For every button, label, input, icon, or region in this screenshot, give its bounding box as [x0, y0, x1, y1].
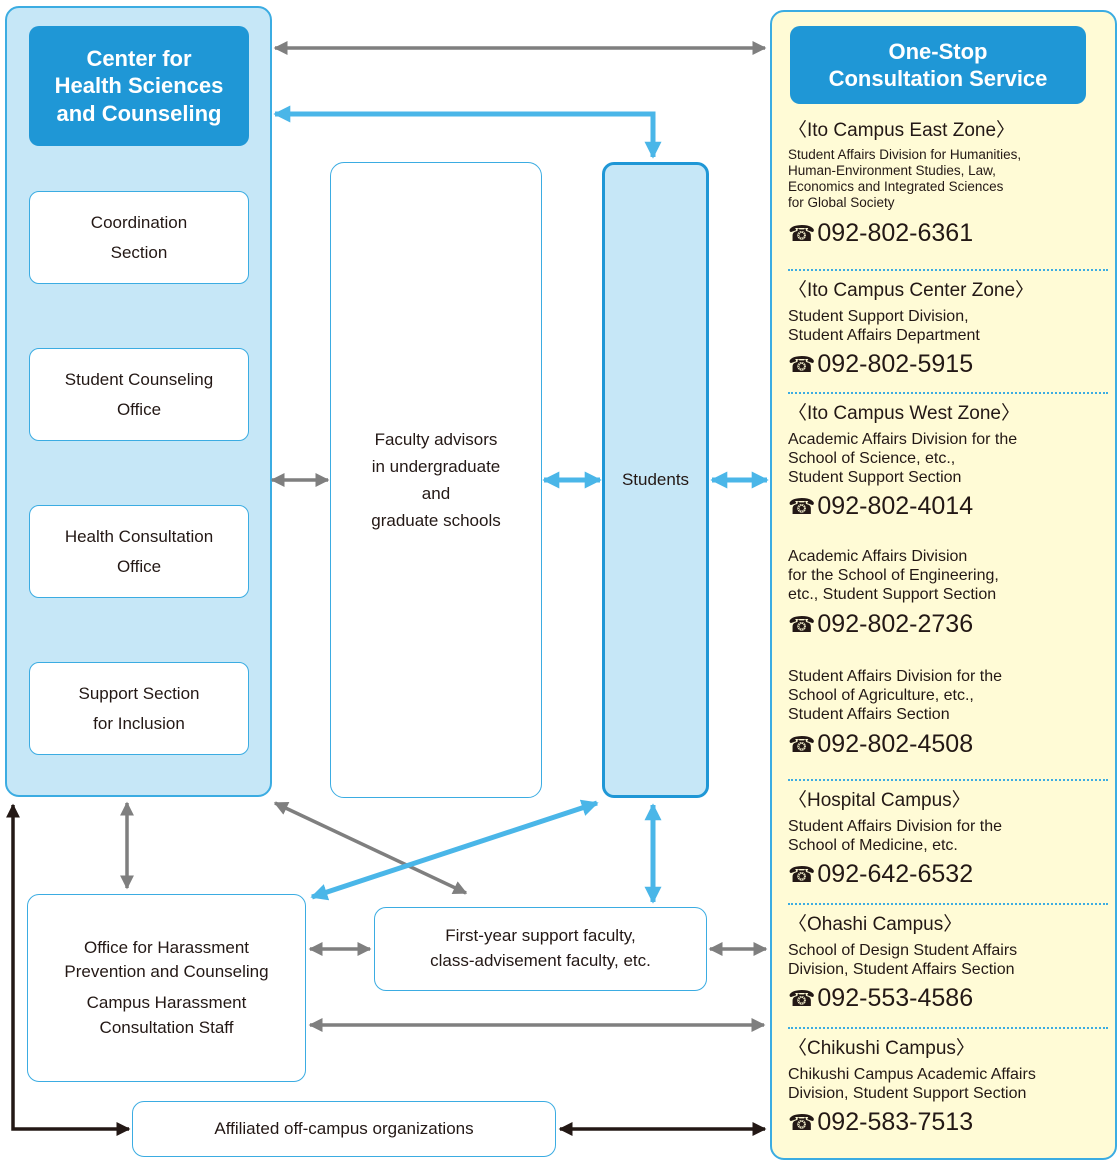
- students-box: Students: [602, 162, 709, 798]
- zone-label: 〈Chikushi Campus〉: [788, 1038, 975, 1059]
- telephone-icon: ☎: [788, 986, 816, 1012]
- coordination-section-box: Coordination Section: [29, 191, 249, 284]
- student-counseling-office-box: Student Counseling Office: [29, 348, 249, 441]
- division-label: Student Support Division, Student Affair…: [788, 307, 980, 344]
- telephone-icon: ☎: [788, 611, 816, 637]
- telephone-icon: ☎: [788, 1110, 816, 1136]
- zone-label: 〈Ito Campus Center Zone〉: [788, 280, 1035, 301]
- zone-label: 〈Hospital Campus〉: [788, 790, 971, 811]
- zone-label: 〈Ito Campus East Zone〉: [788, 120, 1016, 141]
- division-label: School of Design Student Affairs Divisio…: [788, 941, 1018, 978]
- faculty-advisors-box: Faculty advisors in undergraduate and gr…: [330, 162, 542, 798]
- telephone-icon: ☎: [788, 220, 816, 246]
- telephone-icon: ☎: [788, 352, 816, 378]
- first-year-support-box: First-year support faculty, class-advise…: [374, 907, 707, 991]
- division-label: Student Affairs Division for the School …: [788, 817, 1003, 854]
- ito-west-section: 〈Ito Campus West Zone〉 Academic Affairs …: [788, 403, 1109, 521]
- divider: [788, 269, 1108, 271]
- phone-number: ☎092-802-2736: [788, 609, 974, 638]
- agriculture-section: Student Affairs Division for the School …: [788, 667, 1109, 759]
- onestop-panel: One-Stop Consultation Service 〈Ito Campu…: [770, 10, 1117, 1160]
- division-label: Student Affairs Division for Humanities,…: [788, 146, 1022, 211]
- center-to-students-arrow: [273, 105, 662, 159]
- phone-number: ☎092-583-7513: [788, 1108, 974, 1137]
- phone-number: ☎092-642-6532: [788, 860, 974, 889]
- divider: [788, 903, 1108, 905]
- divider: [788, 1027, 1108, 1029]
- harassment-office-box: Office for Harassment Prevention and Cou…: [27, 894, 306, 1082]
- phone-number: ☎092-802-4508: [788, 729, 974, 758]
- harassment-staff-label: Campus Harassment Consultation Staff: [86, 993, 247, 1037]
- onestop-title: One-Stop Consultation Service: [790, 26, 1086, 104]
- division-label: Student Affairs Division for the School …: [788, 668, 1003, 724]
- telephone-icon: ☎: [788, 494, 816, 520]
- support-section-inclusion-box: Support Section for Inclusion: [29, 662, 249, 755]
- center-title: Center for Health Sciences and Counselin…: [29, 26, 249, 146]
- center-to-firstyear-arrow: [273, 801, 468, 895]
- divider: [788, 779, 1108, 781]
- division-label: Chikushi Campus Academic Affairs Divisio…: [788, 1065, 1036, 1102]
- phone-number: ☎092-553-4586: [788, 984, 974, 1013]
- hospital-section: 〈Hospital Campus〉 Student Affairs Divisi…: [788, 790, 1109, 889]
- health-consultation-office-box: Health Consultation Office: [29, 505, 249, 598]
- chikushi-section: 〈Chikushi Campus〉 Chikushi Campus Academ…: [788, 1038, 1109, 1137]
- engineering-section: Academic Affairs Division for the School…: [788, 547, 1109, 639]
- zone-label: 〈Ito Campus West Zone〉: [788, 403, 1020, 424]
- division-label: Academic Affairs Division for the School…: [788, 548, 999, 604]
- division-label: Academic Affairs Division for the School…: [788, 430, 1018, 487]
- telephone-icon: ☎: [788, 862, 816, 888]
- divider: [788, 392, 1108, 394]
- telephone-icon: ☎: [788, 731, 816, 757]
- ito-east-section: 〈Ito Campus East Zone〉 Student Affairs D…: [788, 120, 1109, 248]
- students-to-harassment-arrow: [310, 799, 599, 901]
- phone-number: ☎092-802-6361: [788, 218, 974, 247]
- ohashi-section: 〈Ohashi Campus〉 School of Design Student…: [788, 914, 1109, 1013]
- harassment-office-label: Office for Harassment Prevention and Cou…: [64, 937, 269, 982]
- center-panel: Center for Health Sciences and Counselin…: [5, 6, 272, 797]
- phone-number: ☎092-802-4014: [788, 492, 974, 521]
- ito-center-section: 〈Ito Campus Center Zone〉 Student Support…: [788, 280, 1109, 379]
- phone-number: ☎092-802-5915: [788, 350, 974, 379]
- affiliated-organizations-box: Affiliated off-campus organizations: [132, 1101, 556, 1157]
- zone-label: 〈Ohashi Campus〉: [788, 914, 963, 935]
